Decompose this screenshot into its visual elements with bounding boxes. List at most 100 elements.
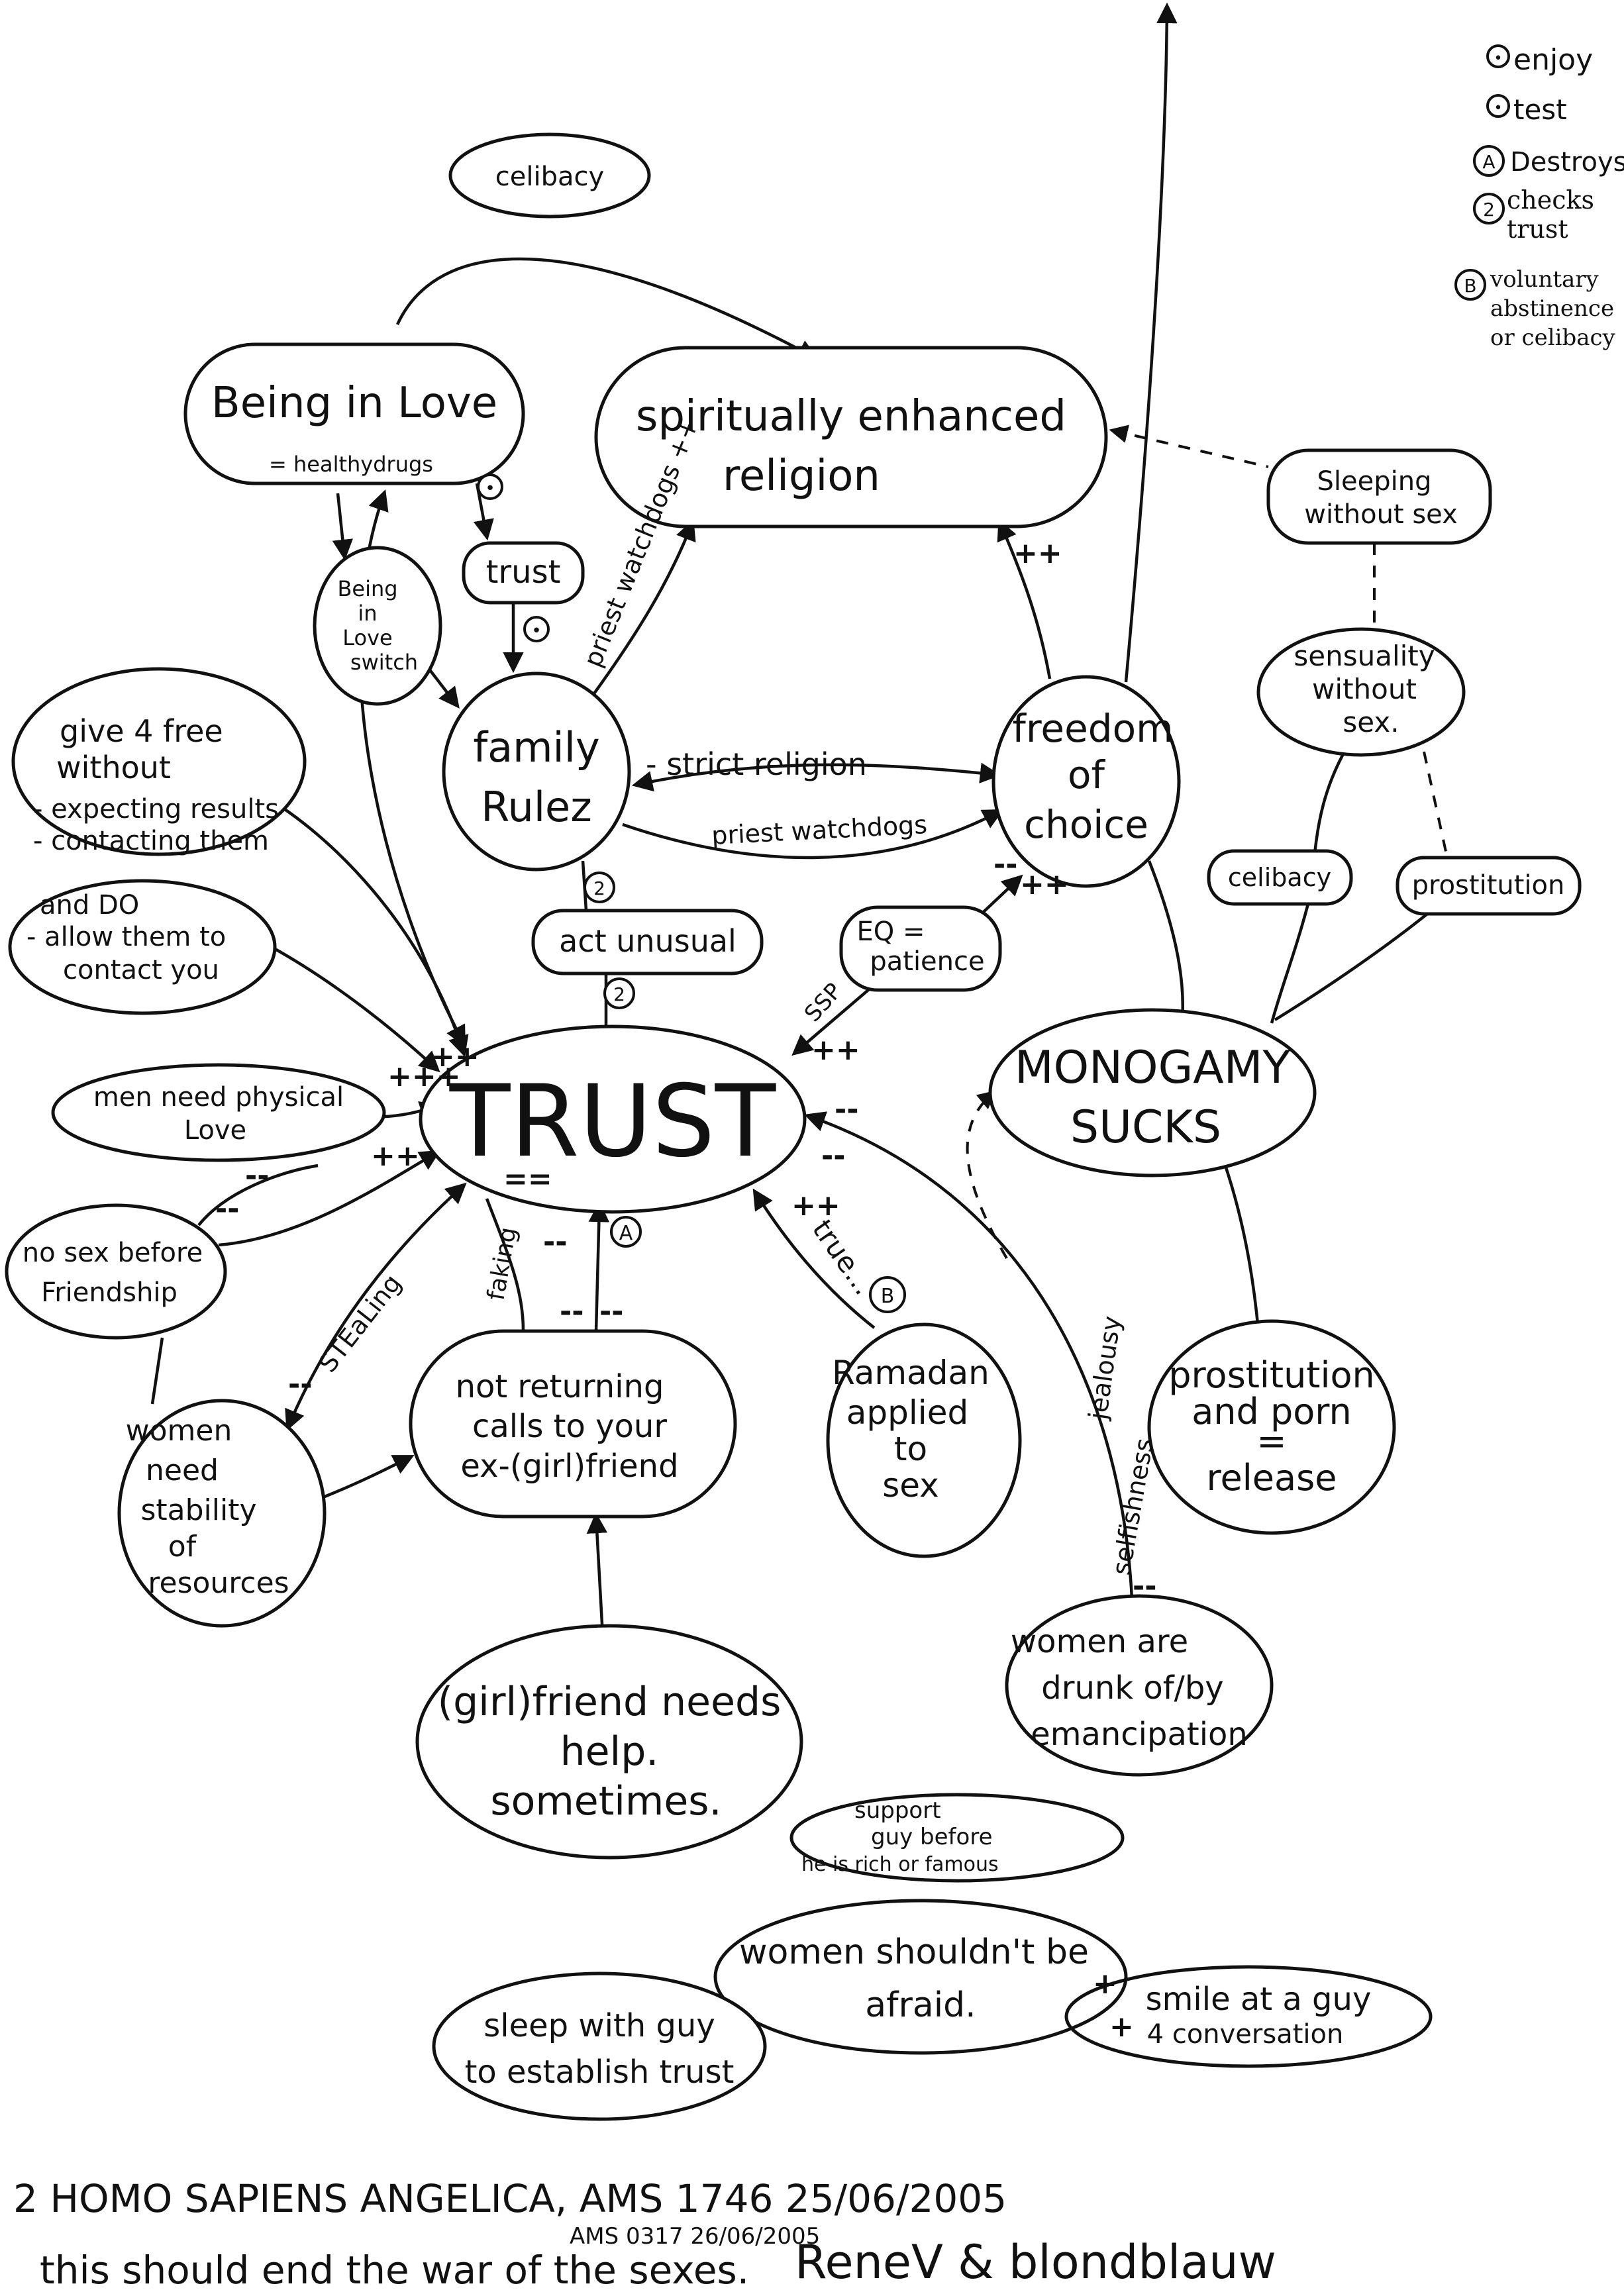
svg-text:B: B <box>1464 275 1476 297</box>
svg-text:TRUST: TRUST <box>449 1064 777 1179</box>
svg-text:to establish trust: to establish trust <box>465 2054 735 2091</box>
node-women-drunk-emancipation: women are drunk of/by emancipation <box>1005 1594 1274 1777</box>
svg-text:=: = <box>1256 1421 1286 1462</box>
mark-ppp-give: +++ <box>387 1060 461 1093</box>
svg-text:sex: sex <box>882 1466 939 1505</box>
edge-freedom-to-spiritual <box>997 519 1052 679</box>
svg-text:applied: applied <box>846 1393 968 1432</box>
edge-priest-diag <box>591 519 696 697</box>
svg-text:switch: switch <box>350 650 418 675</box>
svg-text:prostitution: prostitution <box>1168 1354 1374 1396</box>
svg-text:men need physical: men need physical <box>93 1082 344 1113</box>
mark-mm-notreturning2: -- <box>599 1295 624 1328</box>
label-ssp: SSP <box>799 978 847 1027</box>
svg-text:of: of <box>1068 752 1105 797</box>
svg-text:guy before: guy before <box>871 1824 992 1850</box>
svg-text:MONOGAMY: MONOGAMY <box>1015 1042 1290 1094</box>
node-trust-small: trust <box>462 541 585 605</box>
svg-text:calls to your: calls to your <box>472 1408 667 1445</box>
edge-allow-trust <box>270 946 440 1073</box>
node-prostitution-and-porn: prostitution and porn = release <box>1147 1319 1396 1535</box>
edge-prostporn-monogamy <box>1223 1165 1260 1332</box>
mark-circle-2-family: 2 <box>584 872 615 903</box>
svg-text:EQ =: EQ = <box>857 917 925 947</box>
svg-text:contact you: contact you <box>63 955 219 985</box>
mark-circle-a-trust: A <box>610 1216 642 1248</box>
svg-text:no sex before: no sex before <box>23 1238 203 1268</box>
svg-text:to: to <box>894 1430 927 1468</box>
mark-pp-freedom-spiritual: ++ <box>1013 536 1062 570</box>
svg-text:ex-(girl)friend: ex-(girl)friend <box>460 1448 678 1485</box>
edge-drunk-monogamy <box>966 1090 1008 1260</box>
svg-text:without: without <box>56 750 171 785</box>
node-allow-contact: and DO - allow them to contact you <box>8 879 277 1015</box>
node-spiritually-enhanced-religion: spiritually enhanced religion <box>594 346 1108 528</box>
svg-text:- contacting them: - contacting them <box>33 826 269 856</box>
mark-pp-nosex: ++ <box>371 1139 420 1173</box>
svg-text:prostitution: prostitution <box>1412 870 1565 901</box>
svg-text:B: B <box>881 1285 895 1308</box>
edge-sensuality-celibacy <box>1313 750 1346 855</box>
svg-text:without: without <box>1312 673 1417 705</box>
node-no-sex-before-friendship: no sex before Friendship <box>5 1203 227 1340</box>
node-women-need-stability: women need stability of resources <box>117 1399 327 1628</box>
svg-text:Rulez: Rulez <box>481 783 592 831</box>
label-faking: faking <box>482 1225 522 1303</box>
svg-text:2: 2 <box>1483 199 1495 221</box>
svg-text:sensuality: sensuality <box>1294 640 1435 672</box>
node-being-in-love-switch: Being in Love switch <box>313 546 442 706</box>
mark-pp-ramadan: ++ <box>791 1189 840 1222</box>
mark-mm-drunk-trust: -- <box>835 1093 859 1126</box>
edge-men-nosex <box>197 1164 319 1226</box>
edge-strict-religion <box>631 762 1001 792</box>
mark-pp-eq-freedom: ++ <box>1020 868 1069 901</box>
svg-text:Destroys: Destroys <box>1510 147 1624 177</box>
mark-pp-allow: ++ <box>431 1040 480 1073</box>
svg-text:Love: Love <box>184 1115 246 1146</box>
edge-freedom-monogamy <box>1147 860 1184 1021</box>
svg-text:enjoy: enjoy <box>1513 43 1593 77</box>
svg-text:need: need <box>146 1454 219 1487</box>
svg-text:women: women <box>126 1414 232 1448</box>
svg-text:sleep with guy: sleep with guy <box>483 2007 715 2044</box>
svg-text:Ramadan: Ramadan <box>832 1354 990 1392</box>
svg-text:Being in Love: Being in Love <box>211 379 497 428</box>
markers: ++ ++ -- ++ -- -- +++ ++ ++ -- -- == -- … <box>215 474 1157 2044</box>
svg-text:•: • <box>1494 50 1503 67</box>
node-girlfriend-needs-help: (girl)friend needs help. sometimes. <box>415 1624 803 1860</box>
mark-pp-eq-trust: ++ <box>811 1033 860 1067</box>
legend-item-voluntary-abstinence: B voluntary abstinence or celibacy <box>1454 266 1615 351</box>
edge-give-trust <box>260 793 469 1058</box>
label-selfishness: selfishness <box>1107 1436 1160 1577</box>
node-trust-big: TRUST <box>419 1024 807 1214</box>
footer-line-3: this should end the war of the sexes. <box>40 2248 749 2293</box>
node-smile-at-a-guy: smile at a guy 4 conversation <box>1064 1965 1433 2068</box>
svg-text:drunk of/by: drunk of/by <box>1041 1670 1223 1707</box>
edge-top-arrow <box>1124 2 1178 683</box>
svg-text:not returning: not returning <box>456 1368 664 1405</box>
svg-text:trust: trust <box>486 554 561 591</box>
node-prostitution-right: prostitution <box>1396 856 1582 916</box>
node-men-need-physical-love: men need physical Love <box>51 1063 386 1162</box>
node-celibacy-top: celibacy <box>448 132 651 219</box>
svg-text:= healthydrugs: = healthydrugs <box>269 452 433 477</box>
node-not-returning-calls: not returning calls to your ex-(girl)fri… <box>409 1329 737 1519</box>
svg-text:women are: women are <box>1011 1623 1188 1660</box>
svg-text:he is rich or famous: he is rich or famous <box>801 1853 999 1876</box>
svg-text:release: release <box>1207 1457 1337 1499</box>
svg-text:afraid.: afraid. <box>865 1985 976 2025</box>
svg-text:(girl)friend needs: (girl)friend needs <box>438 1679 782 1725</box>
svg-text:•: • <box>485 479 495 499</box>
node-ramadan: Ramadan applied to sex <box>826 1322 1022 1558</box>
label-jealousy: jealousy <box>1083 1314 1127 1422</box>
svg-text:patience: patience <box>870 946 984 977</box>
svg-text:sometimes.: sometimes. <box>490 1778 721 1824</box>
edge-faking <box>485 1198 525 1332</box>
svg-text:act unusual: act unusual <box>559 923 736 959</box>
footer-line-2: AMS 0317 26/06/2005 <box>570 2223 820 2250</box>
edge-priest-watchdogs <box>622 809 1004 860</box>
svg-text:of: of <box>168 1530 197 1564</box>
legend: • enjoy • test A Destroys 2 checks trust… <box>1454 43 1624 351</box>
svg-text:•: • <box>1494 100 1503 117</box>
node-sensuality-without-sex: sensuality without sex. <box>1256 627 1466 757</box>
